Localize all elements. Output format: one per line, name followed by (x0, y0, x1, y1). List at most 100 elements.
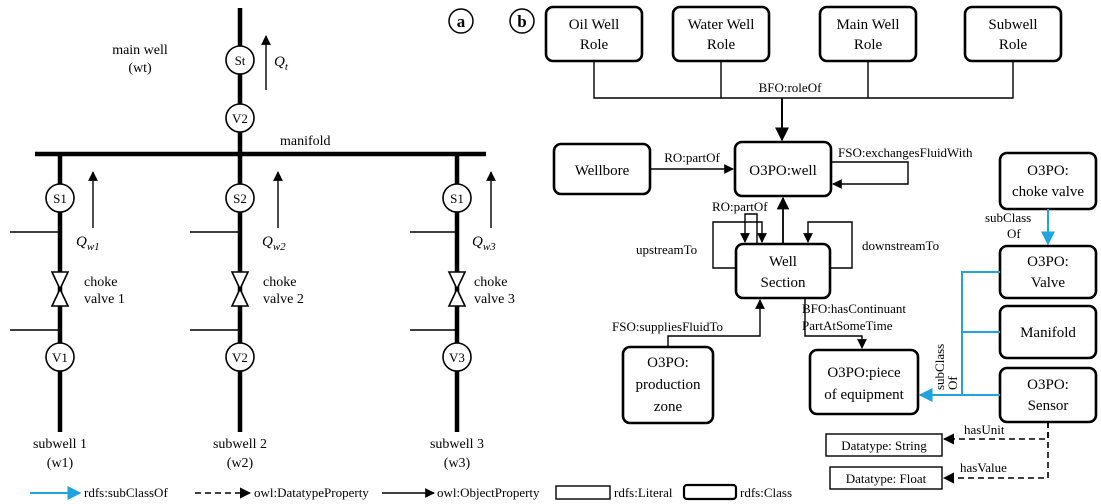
role-subwell: Subwell Role (963, 5, 1063, 63)
node-manifold: Manifold (998, 304, 1098, 360)
edge-part-of-2 (740, 213, 758, 244)
subwell-3-choke-2: valve 3 (474, 292, 515, 307)
node-well-section: Well Section (734, 242, 832, 300)
legend-class-box (682, 483, 738, 501)
label-supplies: FSO:suppliesFluidTo (612, 319, 723, 334)
legend-subclass: rdfs:subClassOf (84, 485, 168, 500)
subwell-3-id: (w3) (444, 456, 471, 471)
subwell-1-flow: Qw1 (76, 234, 100, 253)
svg-text:O3PO:piece: O3PO:piece (827, 365, 901, 381)
node-piece-of-equipment: O3PO:piece of equipment (808, 348, 920, 416)
svg-text:choke valve: choke valve (1012, 184, 1084, 200)
manifold-label: manifold (280, 134, 331, 149)
subwell-2-sensor: S2 (233, 191, 247, 206)
svg-text:Sensor: Sensor (1028, 398, 1069, 414)
subwell-2-id: (w2) (227, 456, 254, 471)
svg-text:of equipment: of equipment (824, 387, 904, 403)
svg-text:Well: Well (769, 254, 797, 270)
edge-upstream (712, 221, 767, 269)
subwell-2-choke-2: valve 2 (263, 292, 304, 307)
svg-text:Manifold: Manifold (1020, 325, 1076, 341)
svg-text:Subwell: Subwell (988, 17, 1037, 33)
subwell-3: S1 Qw3 choke valve 3 V3 subwell 3 (w3) (410, 154, 515, 471)
svg-text:Role: Role (854, 37, 883, 53)
role-water-well: Water Well Role (671, 5, 771, 63)
valve-v2-main-label: V2 (232, 111, 248, 126)
panel-a-badge: a (457, 12, 466, 31)
svg-text:Water Well: Water Well (688, 17, 755, 33)
subwell-3-choke-1: choke (474, 275, 507, 290)
legend-literal: rdfs:Literal (614, 485, 673, 500)
node-well: O3PO:well (733, 140, 833, 198)
node-wellbore: Wellbore (552, 142, 652, 196)
svg-text:O3PO:: O3PO: (647, 355, 689, 371)
edge-role-of (593, 61, 1014, 99)
legend-class: rdfs:Class (740, 485, 792, 500)
label-downstream: downstreamTo (862, 238, 939, 253)
svg-text:Role: Role (707, 37, 736, 53)
label-has-unit: hasUnit (964, 422, 1005, 437)
panel-b-badge: b (517, 12, 526, 31)
label-subclass-1b: Of (1007, 226, 1021, 241)
edge-has-value (942, 422, 1049, 484)
node-valve: O3PO: Valve (998, 244, 1098, 300)
flow-main-label: Qt (274, 54, 289, 73)
legend-literal-box (555, 485, 611, 500)
subwell-1-choke-1: choke (84, 275, 117, 290)
main-well-id: (wt) (128, 61, 152, 76)
panel-b-badge-circle (509, 8, 535, 34)
svg-text:production: production (636, 377, 701, 393)
label-role-of: BFO:roleOf (759, 80, 823, 95)
valve-v2-main (225, 103, 255, 133)
svg-text:Oil Well: Oil Well (569, 17, 620, 33)
node-production-zone: O3PO: production zone (621, 345, 715, 425)
sensor-st-label: St (235, 53, 246, 68)
svg-text:Wellbore: Wellbore (575, 163, 630, 179)
svg-text:Role: Role (999, 37, 1028, 53)
subwell-2-choke-1: choke (263, 275, 296, 290)
label-continuant-1: BFO:hasContinuant (802, 301, 906, 316)
edge-continuant (804, 298, 867, 349)
edge-subclass-bundle (961, 271, 1000, 396)
subwell-2-valve: V2 (232, 350, 248, 365)
label-exchanges: FSO:exchangesFluidWith (838, 145, 973, 160)
subwell-2: S2 Qw2 choke valve 2 V2 subwell 2 (w2) (190, 154, 304, 471)
svg-text:O3PO:well: O3PO:well (749, 163, 817, 179)
svg-text:O3PO:: O3PO: (1027, 254, 1069, 270)
node-sensor: O3PO: Sensor (998, 366, 1098, 424)
svg-text:Datatype: String: Datatype: String (841, 438, 927, 453)
legend: rdfs:subClassOf owl:DatatypeProperty owl… (30, 483, 792, 501)
svg-text:O3PO:: O3PO: (1027, 163, 1069, 179)
subwell-3-valve: V3 (449, 350, 465, 365)
svg-text:Section: Section (761, 275, 806, 291)
label-has-value: hasValue (960, 460, 1007, 475)
node-choke-valve: O3PO: choke valve (998, 151, 1098, 211)
legend-datatype: owl:DatatypeProperty (254, 485, 369, 500)
svg-text:Valve: Valve (1031, 275, 1065, 291)
subwell-2-flow: Qw2 (262, 234, 286, 253)
sensor-st (225, 45, 255, 75)
subwell-1-sensor: S1 (53, 191, 67, 206)
edge-supplies (667, 299, 765, 347)
svg-text:O3PO:: O3PO: (1027, 377, 1069, 393)
panel-b: b Oil Well Role Water Well Role Main Wel… (509, 5, 1098, 490)
label-part-of-1: RO:partOf (664, 150, 720, 165)
label-continuant-2: PartAtSomeTime (802, 318, 893, 333)
subwell-1-choke-2: valve 1 (84, 292, 125, 307)
label-subclass-2: subClassOf (932, 344, 960, 390)
panel-a-badge-circle (448, 8, 474, 34)
subwell-3-flow: Qw3 (472, 234, 496, 253)
main-well-label: main well (112, 43, 168, 58)
subwell-1-valve: V1 (52, 350, 68, 365)
svg-text:zone: zone (654, 399, 683, 415)
subwell-1-id: (w1) (47, 456, 74, 471)
edge-downstream (803, 221, 853, 269)
subwell-1: S1 Qw1 choke valve 1 V1 subwell 1 (w1) (10, 154, 125, 471)
role-main-well: Main Well Role (818, 5, 918, 63)
svg-text:Datatype: Float: Datatype: Float (846, 471, 927, 486)
subwell-3-name: subwell 3 (430, 437, 484, 452)
edge-exchanges (831, 161, 909, 189)
subwell-3-sensor: S1 (450, 191, 464, 206)
legend-object: owl:ObjectProperty (437, 485, 540, 500)
